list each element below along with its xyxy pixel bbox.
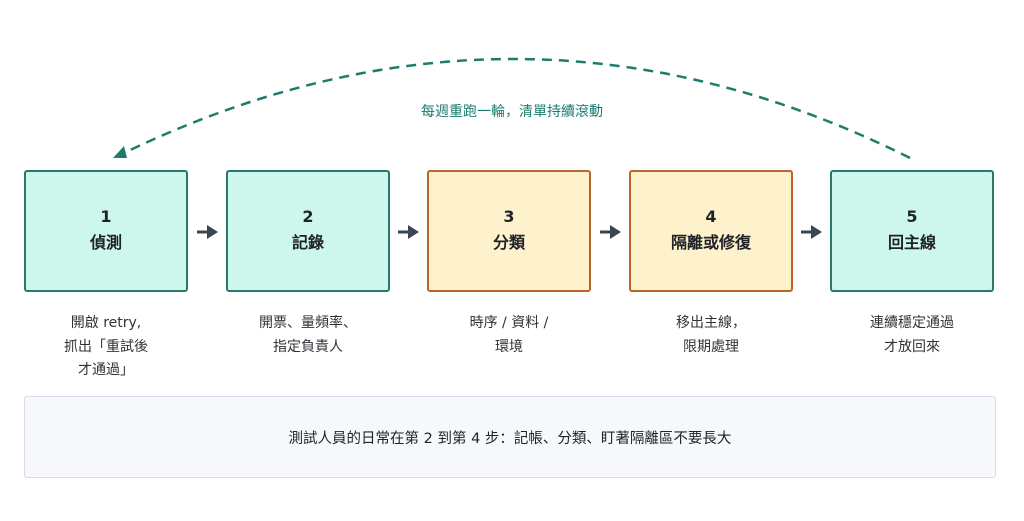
step-1-number: 1 [100, 207, 112, 226]
step-5-description: 連續穩定通過 才放回來 [830, 312, 994, 359]
step-2-box: 2 記錄 [226, 170, 390, 292]
note-text: 測試人員的日常在第 2 到第 4 步：記帳、分類、盯著隔離區不要長大 [288, 430, 732, 447]
step-3-number: 3 [503, 207, 515, 226]
step-2-desc-line: 開票、量頻率、 [259, 315, 357, 331]
step-3-title: 分類 [492, 233, 525, 252]
step-1-desc-line: 開啟 retry, [70, 315, 142, 331]
step-5-number: 5 [906, 207, 918, 226]
loop-back-arrow [113, 57, 911, 160]
step-4-number: 4 [705, 207, 717, 226]
step-2-title: 記錄 [291, 233, 324, 252]
step-1-title: 偵測 [89, 233, 122, 252]
loop-back-arrowhead [113, 146, 127, 158]
step-2-desc-line: 指定負責人 [273, 338, 343, 355]
step-4-title: 隔離或修復 [670, 233, 751, 252]
arrow-right-icon [197, 225, 218, 239]
step-3-box: 3 分類 [427, 170, 591, 292]
step-5-desc-line: 連續穩定通過 [870, 315, 954, 331]
step-2-description: 開票、量頻率、 指定負責人 [226, 312, 390, 359]
note-box: 測試人員的日常在第 2 到第 4 步：記帳、分類、盯著隔離區不要長大 [24, 396, 996, 478]
loop-back-path [121, 57, 911, 160]
step-3-desc-line: 時序 / 資料 / [469, 315, 549, 331]
step-4-desc-line: 限期處理 [683, 338, 739, 355]
step-5-desc-line: 才放回來 [884, 338, 940, 355]
step-3-description: 時序 / 資料 / 環境 [427, 312, 591, 359]
step-3-desc-line: 環境 [495, 338, 523, 355]
arrow-right-icon [801, 225, 822, 239]
step-1-desc-line: 抓出「重試後 [64, 338, 148, 355]
step-4-box: 4 隔離或修復 [629, 170, 793, 292]
step-5-box: 5 回主線 [830, 170, 994, 292]
arrow-right-icon [600, 225, 621, 239]
step-4-desc-line: 移出主線， [676, 315, 746, 331]
step-4-description: 移出主線， 限期處理 [629, 312, 793, 359]
step-2-number: 2 [302, 207, 314, 226]
step-5-title: 回主線 [887, 233, 936, 252]
step-1-desc-line: 才通過」 [78, 362, 134, 378]
loop-label: 每週重跑一輪，清單持續滾動 [421, 104, 603, 120]
step-1-box: 1 偵測 [24, 170, 188, 292]
step-1-description: 開啟 retry, 抓出「重試後 才通過」 [24, 312, 188, 383]
arrow-right-icon [398, 225, 419, 239]
